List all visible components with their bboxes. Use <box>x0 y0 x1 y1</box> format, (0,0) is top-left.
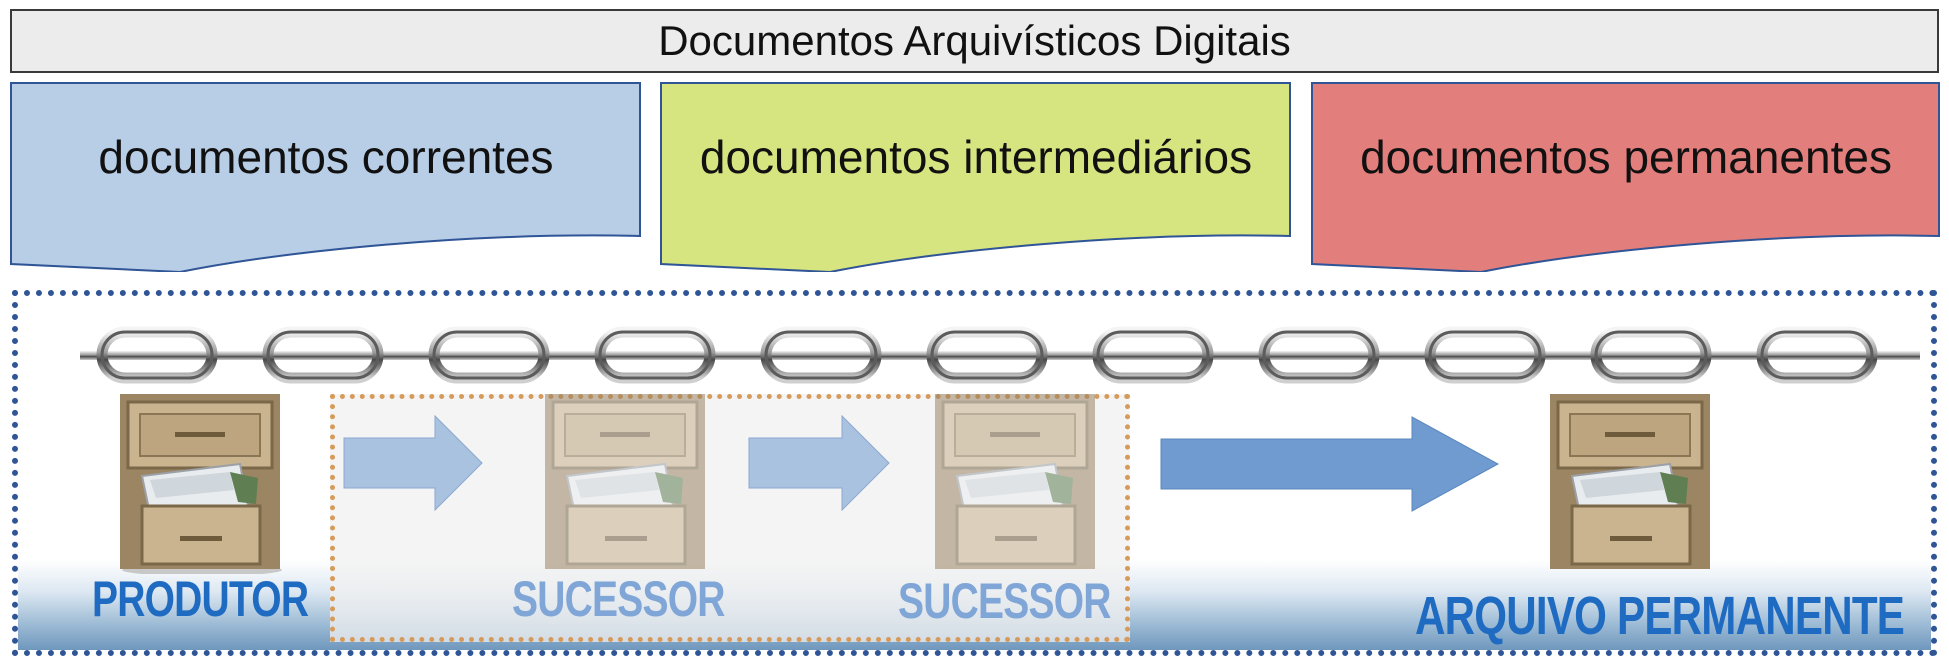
phase-shape-intermediate <box>660 82 1291 272</box>
successor-cabinet-icon-1 <box>545 394 707 571</box>
phase-label-current: documentos correntes <box>98 131 554 183</box>
diagram-title: Documentos Arquivísticos Digitais <box>10 9 1939 73</box>
phase-label-permanent: documentos permanentes <box>1360 131 1892 183</box>
successor-label-1: SUCESSOR <box>512 571 725 627</box>
producer-cabinet-icon <box>120 394 282 574</box>
successor-cabinet-icon-2 <box>935 394 1097 571</box>
chain-icon <box>80 326 1920 384</box>
phase-label-intermediate: documentos intermediários <box>699 131 1253 183</box>
arrow-right-icon <box>1160 416 1500 512</box>
phase-shape-permanent <box>1311 82 1940 272</box>
arrow-right-icon <box>343 415 483 511</box>
permanent-archive-label: ARQUIVO PERMANENTE <box>1415 586 1905 646</box>
permanent-archive-cabinet-icon <box>1550 394 1712 571</box>
phase-shape-current <box>10 82 641 272</box>
producer-label: PRODUTOR <box>92 571 309 627</box>
arrow-right-icon <box>748 415 890 511</box>
successor-label-2: SUCESSOR <box>898 573 1111 629</box>
